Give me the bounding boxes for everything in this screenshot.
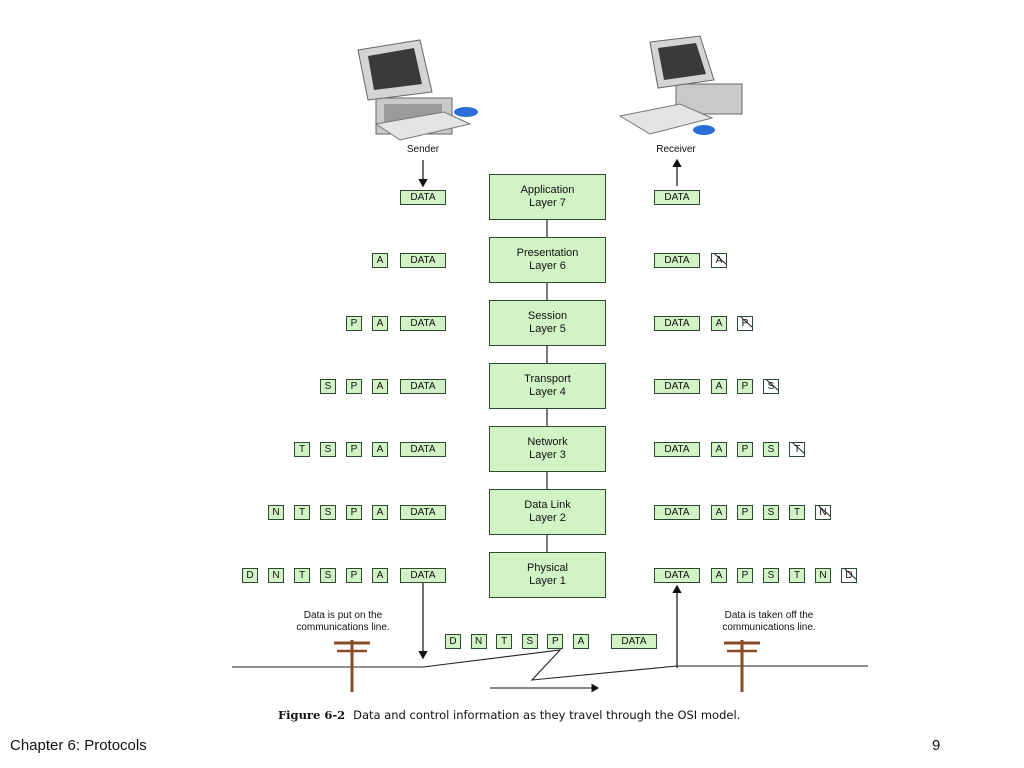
sender-header-tag: D — [242, 568, 258, 583]
receiver-header-tag: A — [711, 568, 727, 583]
layer-name: Session — [527, 310, 568, 322]
sender-header-tag: N — [268, 568, 284, 583]
receiver-data-tag: DATA — [654, 442, 700, 457]
sender-data-tag: DATA — [400, 505, 446, 520]
layer-name: Network — [527, 436, 568, 448]
receiver-header-tag: A — [711, 316, 727, 331]
sender-header-tag: P — [346, 442, 362, 457]
sender-header-tag: N — [268, 505, 284, 520]
layer-name: Presentation — [516, 247, 579, 259]
sender-header-tag: S — [320, 568, 336, 583]
line-data-tag: DATA — [611, 634, 657, 649]
layer-number: Layer 7 — [529, 197, 566, 209]
sender-header-tag: T — [294, 505, 310, 520]
layer-number: Layer 4 — [529, 386, 566, 398]
receiver-computer-icon — [618, 35, 743, 135]
utility-pole-left — [334, 640, 370, 692]
note-taken-off-line: Data is taken off the communications lin… — [722, 610, 816, 633]
receiver-header-tag: A — [711, 505, 727, 520]
layer-number: Layer 5 — [529, 323, 566, 335]
receiver-header-tag: P — [737, 505, 753, 520]
sender-header-tag: P — [346, 316, 362, 331]
line-header-tag: S — [521, 634, 538, 649]
receiver-data-tag: DATA — [654, 253, 700, 268]
receiver-header-tag: A — [711, 379, 727, 394]
sender-header-tag: S — [320, 505, 336, 520]
sender-header-tag: A — [372, 253, 388, 268]
receiver-label: Receiver — [656, 144, 696, 155]
receiver-header-tag: S — [763, 442, 779, 457]
sender-data-tag: DATA — [400, 253, 446, 268]
layer-name: Transport — [524, 373, 571, 385]
receiver-header-tag: A — [711, 442, 727, 457]
receiver-stripped-header-tag: N — [815, 505, 831, 520]
sender-data-tag: DATA — [400, 442, 446, 457]
sender-header-tag: A — [372, 379, 388, 394]
sender-header-tag: A — [372, 316, 388, 331]
layer-name: Application — [520, 184, 575, 196]
slide-footer-chapter: Chapter 6: Protocols — [10, 737, 147, 754]
line-header-tag: D — [445, 634, 461, 649]
note-put-on-line: Data is put on the communications line. — [296, 610, 390, 633]
receiver-header-tag: T — [789, 505, 805, 520]
line-header-tag: P — [547, 634, 564, 649]
caption-text: Data and control information as they tra… — [353, 708, 741, 722]
receiver-data-tag: DATA — [654, 379, 700, 394]
receiver-header-tag: P — [737, 379, 753, 394]
receiver-stripped-header-tag: S — [763, 379, 779, 394]
receiver-data-tag: DATA — [654, 316, 700, 331]
receiver-stripped-header-tag: T — [789, 442, 805, 457]
sender-computer-icon — [357, 39, 478, 141]
sender-header-tag: P — [346, 379, 362, 394]
sender-header-tag: S — [320, 442, 336, 457]
sender-header-tag: A — [372, 568, 388, 583]
layer-number: Layer 2 — [529, 512, 566, 524]
layer-number: Layer 3 — [529, 449, 566, 461]
line-header-tag: T — [496, 634, 513, 649]
receiver-header-tag: T — [789, 568, 805, 583]
sender-header-tag: P — [346, 505, 362, 520]
sender-data-tag: DATA — [400, 379, 446, 394]
receiver-header-tag: S — [763, 568, 779, 583]
sender-header-tag: S — [320, 379, 336, 394]
sender-header-tag: P — [346, 568, 362, 583]
sender-header-tag: T — [294, 442, 310, 457]
layer-name: Physical — [527, 562, 568, 574]
receiver-header-tag: P — [737, 442, 753, 457]
utility-pole-right — [724, 640, 760, 692]
receiver-header-tag: N — [815, 568, 831, 583]
sender-header-tag: T — [294, 568, 310, 583]
sender-label: Sender — [406, 144, 440, 155]
receiver-stripped-header-tag: P — [737, 316, 753, 331]
sender-data-tag: DATA — [400, 568, 446, 583]
figure-caption: Figure 6-2 Data and control information a… — [278, 708, 740, 722]
receiver-stripped-header-tag: A — [711, 253, 727, 268]
receiver-data-tag: DATA — [654, 505, 700, 520]
sender-data-tag: DATA — [400, 316, 446, 331]
layer-name: Data Link — [524, 499, 571, 511]
line-header-tag: A — [573, 634, 589, 649]
receiver-header-tag: P — [737, 568, 753, 583]
sender-header-tag: A — [372, 505, 388, 520]
caption-label: Figure 6-2 — [278, 708, 346, 722]
receiver-stripped-header-tag: D — [841, 568, 857, 583]
receiver-data-tag: DATA — [654, 190, 700, 205]
receiver-data-tag: DATA — [654, 568, 700, 583]
line-header-tag: N — [470, 634, 487, 649]
layer-number: Layer 6 — [529, 260, 566, 272]
slide-page-number: 9 — [932, 737, 941, 754]
sender-header-tag: A — [372, 442, 388, 457]
layer-number: Layer 1 — [529, 575, 566, 587]
sender-data-tag: DATA — [400, 190, 446, 205]
receiver-header-tag: S — [763, 505, 779, 520]
